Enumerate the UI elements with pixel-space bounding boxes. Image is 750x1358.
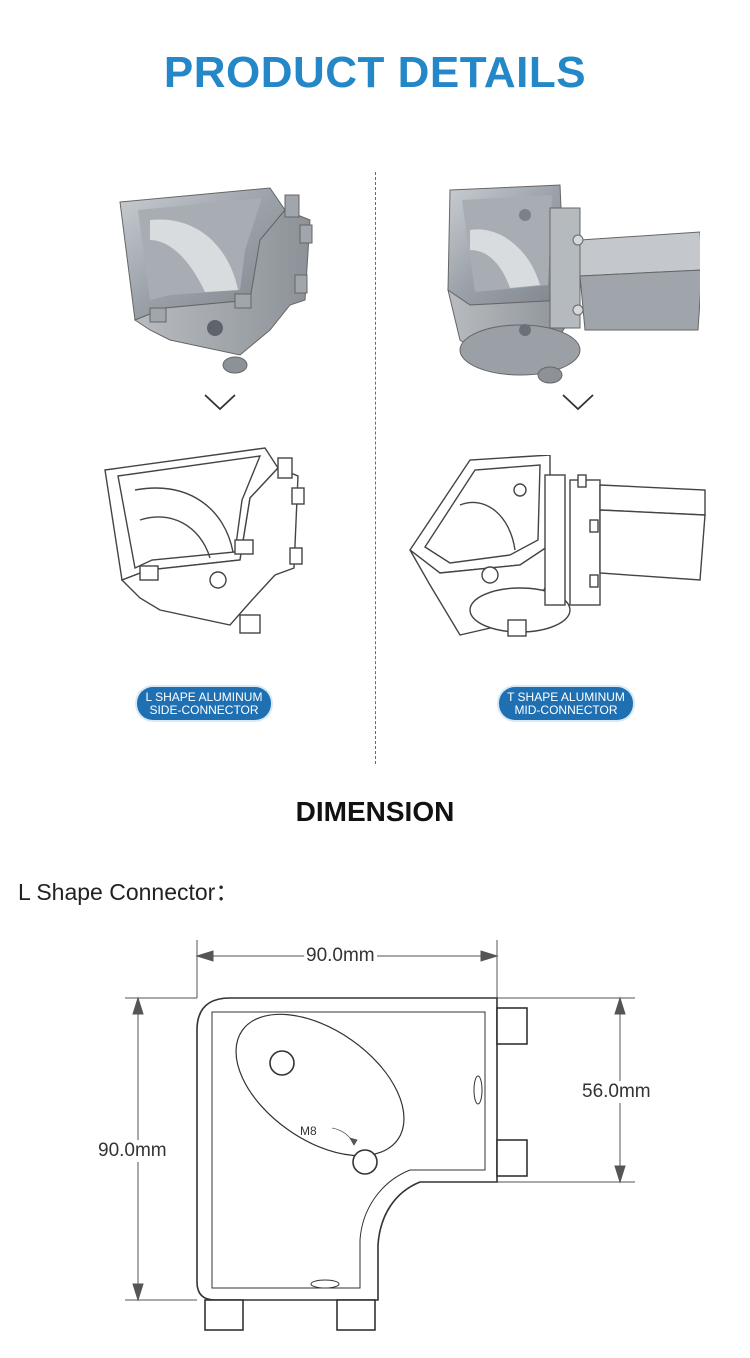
page-title: PRODUCT DETAILS xyxy=(163,48,587,97)
badge-line-2: MID-CONNECTOR xyxy=(514,702,618,717)
product-badge-l-shape: L SHAPE ALUMINUM SIDE-CONNECTOR xyxy=(137,687,271,720)
dimension-title: DIMENSION xyxy=(295,796,455,827)
badge-line-1: L SHAPE ALUMINUM xyxy=(145,689,263,704)
dimension-subtitle: L Shape Connector： xyxy=(18,879,239,905)
t-connector-line-drawing xyxy=(409,455,706,637)
chevron-down-icon xyxy=(204,394,236,411)
t-connector-photo xyxy=(447,184,700,384)
product-badge-t-shape: T SHAPE ALUMINUM MID-CONNECTOR xyxy=(499,687,633,720)
dashed-divider xyxy=(375,172,376,764)
depth-dimension: 56.0mm xyxy=(580,1081,653,1103)
dimension-drawing xyxy=(125,940,635,1331)
l-connector-line-drawing xyxy=(104,447,305,634)
chevron-down-icon xyxy=(562,394,594,411)
width-dimension: 90.0mm xyxy=(304,945,377,967)
height-dimension: 90.0mm xyxy=(96,1140,169,1162)
badge-line-2: SIDE-CONNECTOR xyxy=(149,702,259,717)
l-connector-photo xyxy=(119,187,313,374)
badge-line-1: T SHAPE ALUMINUM xyxy=(507,689,625,704)
thread-label: M8 xyxy=(300,1124,317,1138)
